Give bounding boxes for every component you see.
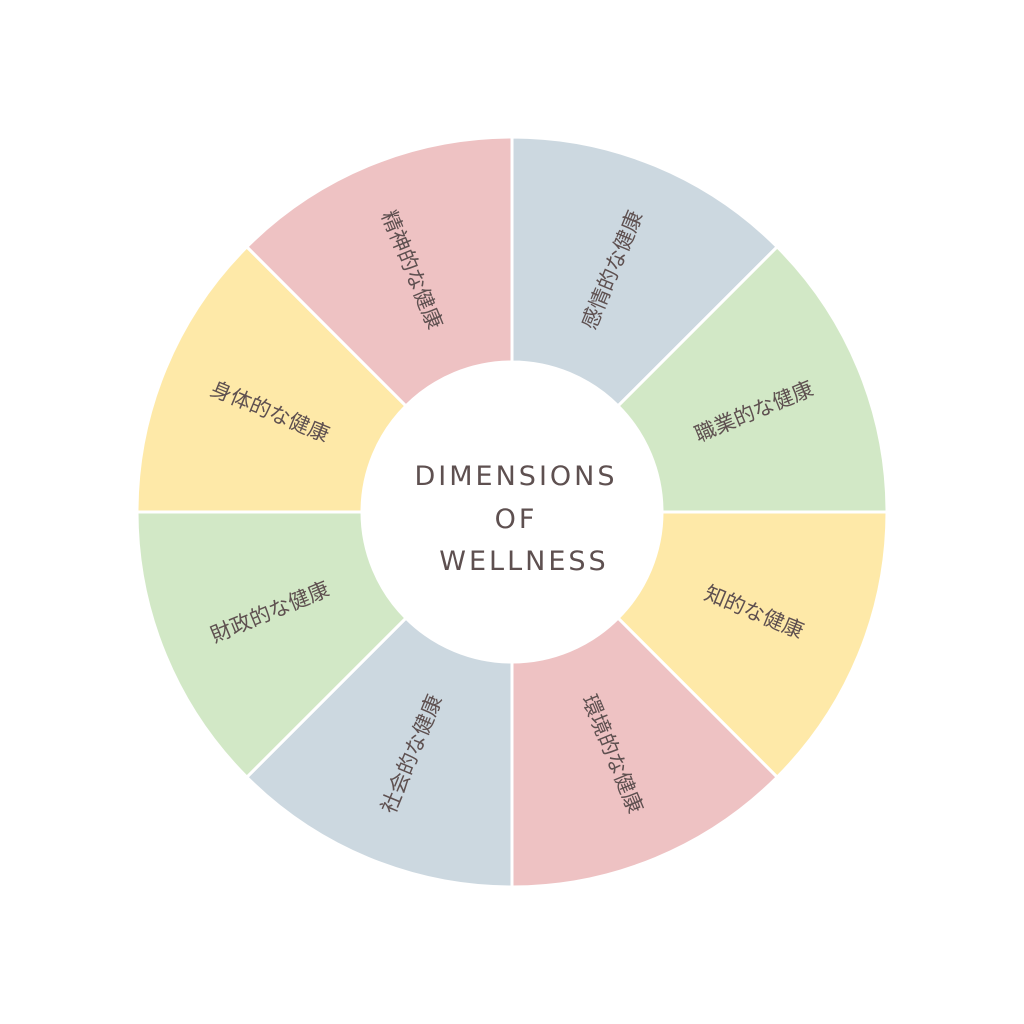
center-circle [362,362,662,662]
center-title-line-1: DIMENSIONS [415,461,618,492]
center-title-line-3: WELLNESS [439,546,608,577]
center-title-line-2: OF [495,504,538,535]
